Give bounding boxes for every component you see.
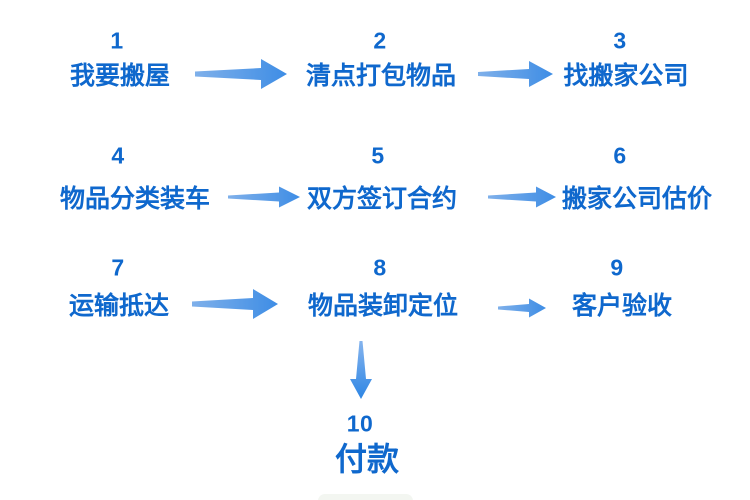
arrow-1-to-2-icon <box>195 59 287 89</box>
arrow-8-to-10-icon <box>350 341 372 399</box>
step-label-8: 物品装卸定位 <box>307 292 459 320</box>
step-label-5: 双方签订合约 <box>306 185 458 213</box>
arrow-2-to-3-icon <box>478 61 553 87</box>
step-label-3: 找搬家公司 <box>563 62 689 90</box>
step-label-4: 物品分类装车 <box>59 185 211 213</box>
arrow-8-to-9-icon <box>498 298 546 318</box>
step-number-4: 4 <box>111 142 125 169</box>
cropped-bottom-element <box>318 494 413 500</box>
step-number-9: 9 <box>610 254 624 281</box>
step-number-5: 5 <box>371 142 385 169</box>
step-label-1: 我要搬屋 <box>69 62 171 90</box>
step-label-7: 运输抵达 <box>68 292 170 320</box>
step-label-6: 搬家公司估价 <box>561 185 713 213</box>
arrow-7-to-8-icon <box>192 289 278 319</box>
step-number-10: 10 <box>346 410 374 437</box>
step-number-7: 7 <box>111 254 125 281</box>
step-number-2: 2 <box>373 27 387 54</box>
step-label-10: 付款 <box>334 441 400 477</box>
step-number-1: 1 <box>110 27 124 54</box>
step-number-3: 3 <box>613 27 627 54</box>
step-label-9: 客户验收 <box>571 292 673 320</box>
step-label-2: 清点打包物品 <box>305 62 457 90</box>
step-number-8: 8 <box>373 254 387 281</box>
arrow-5-to-6-icon <box>488 186 556 208</box>
step-number-6: 6 <box>613 142 627 169</box>
arrow-4-to-5-icon <box>228 186 300 208</box>
